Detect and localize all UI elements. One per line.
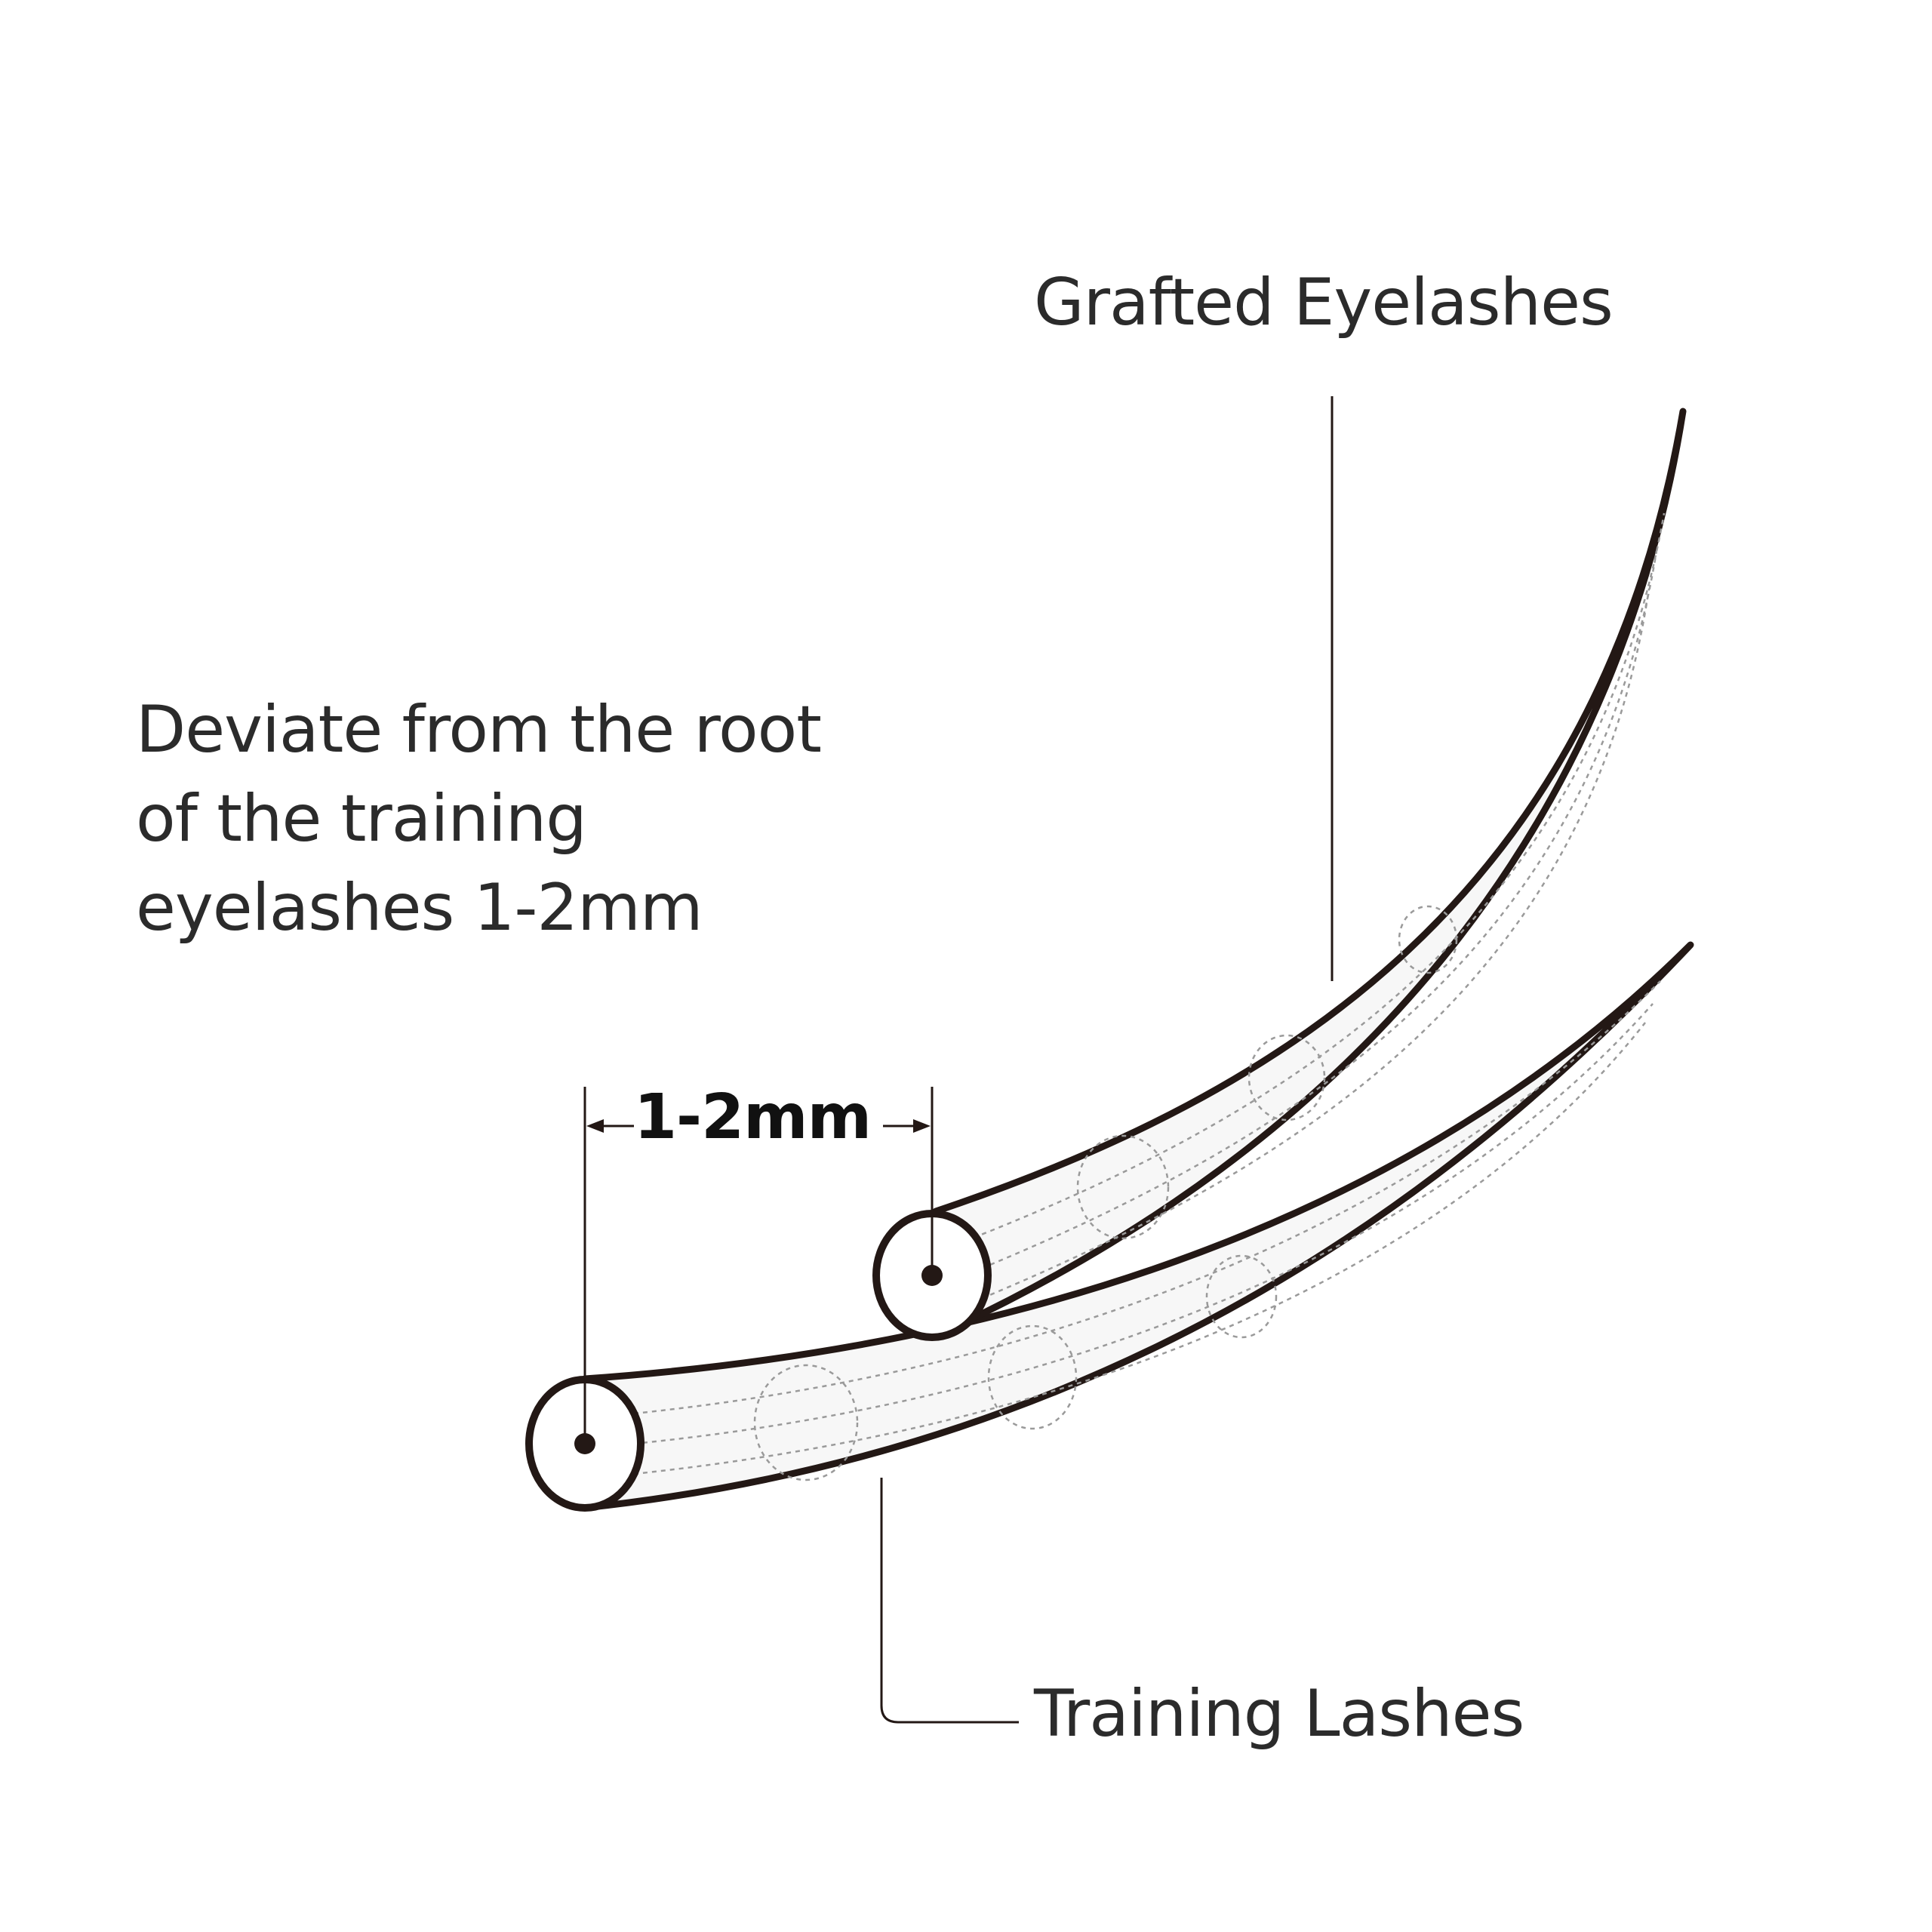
grafted-eyelashes-label: Grafted Eyelashes	[1034, 265, 1614, 340]
arrow-right-icon	[913, 1119, 931, 1133]
grafted-lash-body	[932, 408, 1687, 1340]
dimension-marker	[583, 1087, 934, 1444]
grafted-lash	[872, 408, 1687, 1341]
arrow-left-icon	[586, 1119, 604, 1133]
deviation-description: Deviate from the root of the training ey…	[136, 692, 822, 946]
dimension-label: 1-2mm	[634, 1081, 872, 1153]
training-lashes-label: Training Lashes	[1034, 1676, 1524, 1752]
training-lash-body	[581, 941, 1694, 1512]
training-leader-line	[880, 1478, 1019, 1724]
